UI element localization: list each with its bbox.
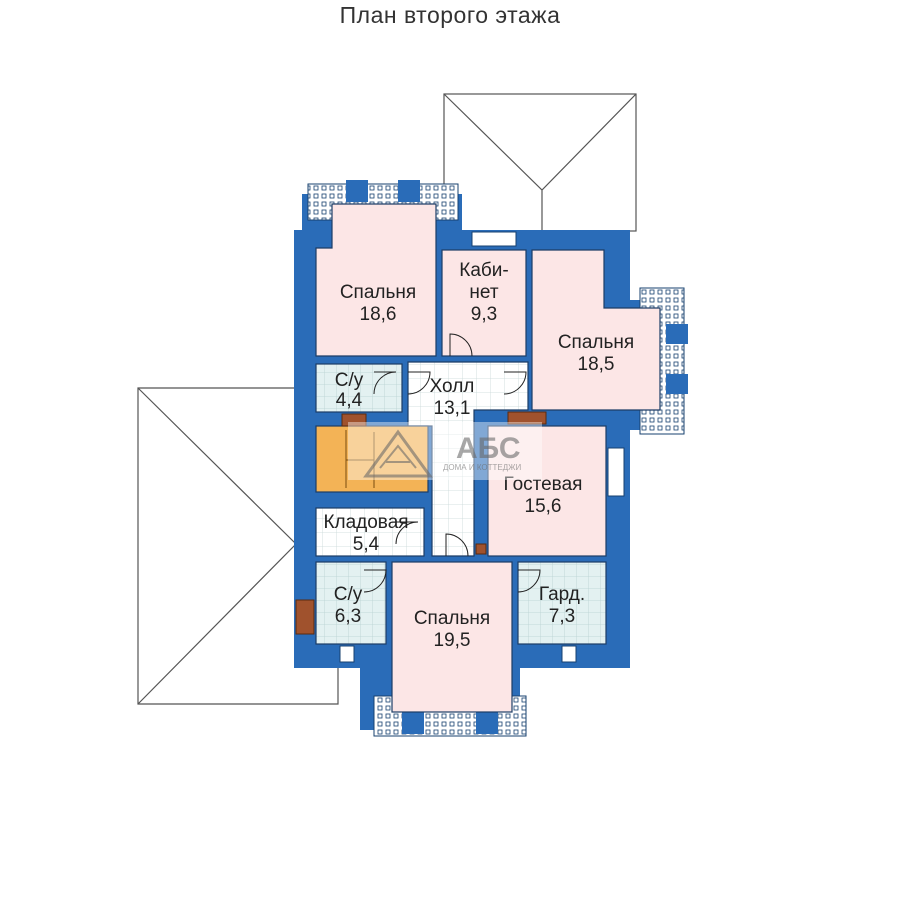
windows (339, 231, 625, 663)
room-area-guest: 15,6 (525, 496, 562, 517)
room-wardrobe (517, 561, 607, 645)
room-labels: Спальня 18,6 Каби- нет 9,3 Спальня 18,5 … (323, 260, 634, 651)
room-area-bedroom-2: 18,5 (578, 354, 615, 375)
room-area-office: 9,3 (471, 304, 497, 325)
room-label-hall: Холл (430, 376, 475, 397)
room-label-bedroom-3: Спальня (414, 608, 490, 629)
room-label-bedroom-1: Спальня (340, 282, 416, 303)
room-area-bedroom-1: 18,6 (360, 304, 397, 325)
room-label-office-1: Каби- (459, 260, 508, 281)
room-label-bedroom-2: Спальня (558, 332, 634, 353)
room-bedroom-3 (391, 561, 513, 713)
room-label-storage: Кладовая (323, 512, 408, 533)
logo-subtitle: ДОМА И КОТТЕДЖИ (443, 463, 522, 472)
room-bedroom-1 (315, 203, 437, 357)
room-storage (315, 507, 425, 557)
room-guest (487, 425, 607, 557)
plan-title: План второго этажа (339, 2, 561, 28)
room-area-storage: 5,4 (353, 534, 380, 555)
room-area-bathroom-1: 4,4 (336, 390, 363, 411)
doors (363, 333, 541, 593)
room-label-wardrobe: Гард. (539, 584, 585, 605)
room-area-hall: 13,1 (434, 398, 471, 419)
room-label-bathroom-1: С/у (335, 370, 364, 391)
room-bedroom-2 (531, 249, 661, 411)
room-bathroom-2 (315, 561, 387, 645)
room-label-bathroom-2: С/у (334, 584, 363, 605)
roof-top-right (443, 93, 637, 232)
room-label-office-2: нет (469, 282, 498, 303)
chimneys (295, 411, 547, 635)
room-office (441, 249, 527, 357)
watermark-logo: АБС ДОМА И КОТТЕДЖИ (348, 422, 542, 480)
room-label-guest: Гостевая (504, 474, 583, 495)
logo-text: АБС (456, 432, 521, 465)
room-area-bathroom-2: 6,3 (335, 606, 361, 627)
room-area-wardrobe: 7,3 (549, 606, 575, 627)
room-area-bedroom-3: 19,5 (434, 630, 471, 651)
